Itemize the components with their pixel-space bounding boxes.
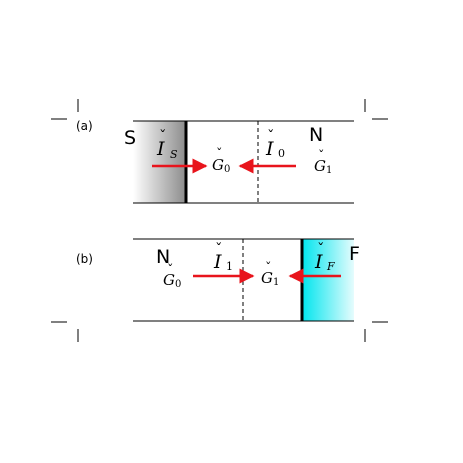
svg-text:G: G [163, 271, 175, 289]
crop-marks [51, 99, 388, 342]
panel-b-tag: (b) [76, 252, 93, 266]
green-g0-label-b: ˇ G 0 [163, 263, 181, 290]
svg-text:0: 0 [278, 147, 285, 160]
svg-text:1: 1 [326, 165, 332, 176]
check-mark: ˇ [159, 127, 167, 145]
svg-text:0: 0 [175, 279, 181, 290]
svg-text:I: I [265, 138, 274, 160]
check-mark: ˇ [267, 127, 275, 145]
check-mark: ˇ [265, 261, 272, 276]
svg-text:I: I [156, 138, 165, 160]
check-mark: ˇ [318, 149, 325, 164]
svg-text:0: 0 [224, 164, 230, 175]
svg-text:G: G [212, 156, 224, 174]
check-mark: ˇ [215, 240, 223, 258]
check-mark: ˇ [216, 147, 223, 162]
current-if-label: ˇ I F [314, 240, 335, 273]
current-i1-label: ˇ I 1 [213, 240, 233, 273]
letter-n-a: N [309, 124, 323, 146]
green-g1-label-b: ˇ G 1 [261, 261, 279, 288]
current-i0-label: ˇ I 0 [265, 127, 285, 160]
letter-s: S [124, 127, 136, 149]
panel-a-tag: (a) [76, 119, 93, 133]
svg-text:I: I [314, 251, 323, 273]
panel-b: (b) N F ˇ I 1 ˇ I F ˇ G 0 ˇ G 1 [76, 238, 360, 322]
svg-text:S: S [170, 148, 178, 161]
green-g1-label-a: ˇ G 1 [314, 149, 332, 176]
check-mark: ˇ [167, 263, 174, 278]
current-is-label: ˇ I S [156, 127, 178, 161]
svg-text:1: 1 [226, 260, 233, 273]
svg-text:F: F [326, 260, 335, 273]
letter-n-b: N [156, 246, 170, 268]
svg-text:I: I [213, 251, 222, 273]
svg-text:G: G [314, 157, 326, 175]
green-g0-label-a: ˇ G 0 [212, 147, 230, 175]
ferromagnet-region [302, 239, 354, 321]
svg-text:1: 1 [273, 277, 279, 288]
letter-f: F [349, 243, 360, 265]
superconductor-region [133, 121, 186, 203]
svg-text:G: G [261, 269, 273, 287]
check-mark: ˇ [317, 240, 325, 258]
panel-a: (a) S N ˇ I S ˇ I 0 ˇ G 0 ˇ G 1 [76, 119, 354, 204]
